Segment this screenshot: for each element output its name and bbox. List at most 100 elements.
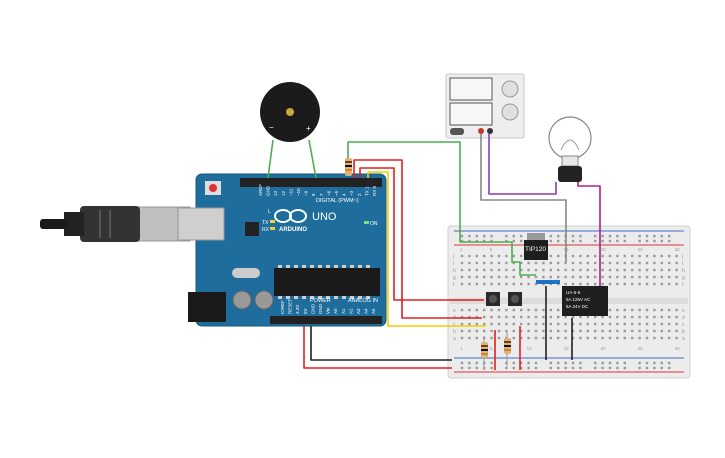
breadboard-hole[interactable]	[527, 275, 530, 279]
breadboard-hole[interactable]	[616, 275, 619, 279]
breadboard-hole[interactable]	[594, 336, 597, 340]
breadboard-hole[interactable]	[468, 336, 471, 340]
breadboard-hole[interactable]	[520, 268, 523, 272]
breadboard-hole[interactable]	[579, 315, 582, 319]
breadboard-hole[interactable]	[675, 329, 678, 333]
breadboard-hole[interactable]	[520, 282, 523, 286]
breadboard-hole[interactable]	[653, 329, 656, 333]
breadboard-hole[interactable]	[601, 254, 604, 258]
rail-hole[interactable]	[616, 361, 619, 365]
rail-hole[interactable]	[601, 366, 604, 370]
breadboard-hole[interactable]	[497, 268, 501, 272]
breadboard-hole[interactable]	[490, 315, 493, 319]
breadboard-hole[interactable]	[653, 322, 656, 326]
arduino-uno[interactable]: UNO ARDUINO DIGITAL (PWM~) POWER ANALOG …	[177, 173, 387, 327]
rail-hole[interactable]	[534, 361, 538, 365]
rail-hole[interactable]	[460, 366, 464, 370]
wire-gray-ps[interactable]	[480, 134, 567, 262]
breadboard-hole[interactable]	[579, 329, 582, 333]
breadboard-hole[interactable]	[497, 315, 501, 319]
wire-red-5v[interactable]	[303, 326, 452, 369]
breadboard-hole[interactable]	[675, 322, 678, 326]
rail-hole[interactable]	[653, 361, 656, 365]
wire-yellow[interactable]	[367, 171, 486, 327]
rail-hole[interactable]	[653, 234, 656, 238]
breadboard-hole[interactable]	[571, 268, 575, 272]
rail-hole[interactable]	[549, 234, 552, 238]
breadboard-hole[interactable]	[586, 275, 589, 279]
breadboard-hole[interactable]	[505, 322, 508, 326]
rail-hole[interactable]	[608, 361, 612, 365]
breadboard-hole[interactable]	[542, 275, 545, 279]
breadboard-hole[interactable]	[623, 268, 626, 272]
breadboard-hole[interactable]	[468, 261, 471, 265]
breadboard-hole[interactable]	[520, 308, 523, 312]
breadboard-hole[interactable]	[475, 322, 478, 326]
breadboard-hole[interactable]	[668, 315, 671, 319]
breadboard-hole[interactable]	[549, 315, 552, 319]
rail-hole[interactable]	[520, 239, 523, 243]
rail-hole[interactable]	[623, 234, 626, 238]
breadboard-hole[interactable]	[645, 261, 649, 265]
breadboard-hole[interactable]	[660, 308, 663, 312]
breadboard-hole[interactable]	[460, 322, 464, 326]
rail-hole[interactable]	[505, 239, 508, 243]
breadboard-hole[interactable]	[579, 336, 582, 340]
rail-hole[interactable]	[475, 361, 478, 365]
breadboard-hole[interactable]	[653, 254, 656, 258]
breadboard-hole[interactable]	[497, 282, 501, 286]
breadboard-hole[interactable]	[557, 308, 560, 312]
breadboard-hole[interactable]	[668, 275, 671, 279]
breadboard-hole[interactable]	[586, 322, 589, 326]
rail-hole[interactable]	[505, 361, 508, 365]
breadboard-hole[interactable]	[616, 315, 619, 319]
breadboard-hole[interactable]	[557, 315, 560, 319]
breadboard-hole[interactable]	[660, 315, 663, 319]
breadboard-hole[interactable]	[631, 315, 634, 319]
rail-hole[interactable]	[616, 366, 619, 370]
breadboard-hole[interactable]	[557, 254, 560, 258]
breadboard-hole[interactable]	[527, 268, 530, 272]
breadboard-hole[interactable]	[631, 254, 634, 258]
breadboard-hole[interactable]	[497, 322, 501, 326]
breadboard-hole[interactable]	[638, 254, 641, 258]
breadboard-hole[interactable]	[645, 336, 649, 340]
breadboard-hole[interactable]	[668, 268, 671, 272]
rail-hole[interactable]	[527, 366, 530, 370]
breadboard-hole[interactable]	[571, 282, 575, 286]
breadboard-hole[interactable]	[483, 322, 486, 326]
breadboard-hole[interactable]	[505, 268, 508, 272]
breadboard-hole[interactable]	[564, 336, 567, 340]
breadboard-hole[interactable]	[564, 261, 567, 265]
breadboard-hole[interactable]	[527, 336, 530, 340]
breadboard-hole[interactable]	[520, 322, 523, 326]
breadboard-hole[interactable]	[608, 315, 612, 319]
rail-hole[interactable]	[483, 239, 486, 243]
breadboard-hole[interactable]	[608, 322, 612, 326]
breadboard-hole[interactable]	[586, 315, 589, 319]
rail-hole[interactable]	[483, 234, 486, 238]
breadboard-hole[interactable]	[668, 261, 671, 265]
breadboard-hole[interactable]	[460, 336, 464, 340]
breadboard-hole[interactable]	[601, 268, 604, 272]
breadboard-hole[interactable]	[653, 268, 656, 272]
breadboard-hole[interactable]	[668, 254, 671, 258]
breadboard-hole[interactable]	[512, 336, 515, 340]
breadboard-hole[interactable]	[490, 336, 493, 340]
breadboard-hole[interactable]	[542, 336, 545, 340]
breadboard-hole[interactable]	[520, 315, 523, 319]
rail-hole[interactable]	[645, 366, 649, 370]
light-bulb[interactable]	[548, 116, 592, 182]
breadboard-hole[interactable]	[490, 261, 493, 265]
rail-hole[interactable]	[512, 234, 515, 238]
rail-hole[interactable]	[608, 234, 612, 238]
breadboard-hole[interactable]	[505, 254, 508, 258]
rail-hole[interactable]	[512, 361, 515, 365]
breadboard-hole[interactable]	[512, 322, 515, 326]
breadboard-hole[interactable]	[638, 268, 641, 272]
breadboard-hole[interactable]	[616, 261, 619, 265]
breadboard-hole[interactable]	[638, 336, 641, 340]
breadboard-hole[interactable]	[497, 308, 501, 312]
breadboard-hole[interactable]	[594, 315, 597, 319]
breadboard-hole[interactable]	[608, 336, 612, 340]
